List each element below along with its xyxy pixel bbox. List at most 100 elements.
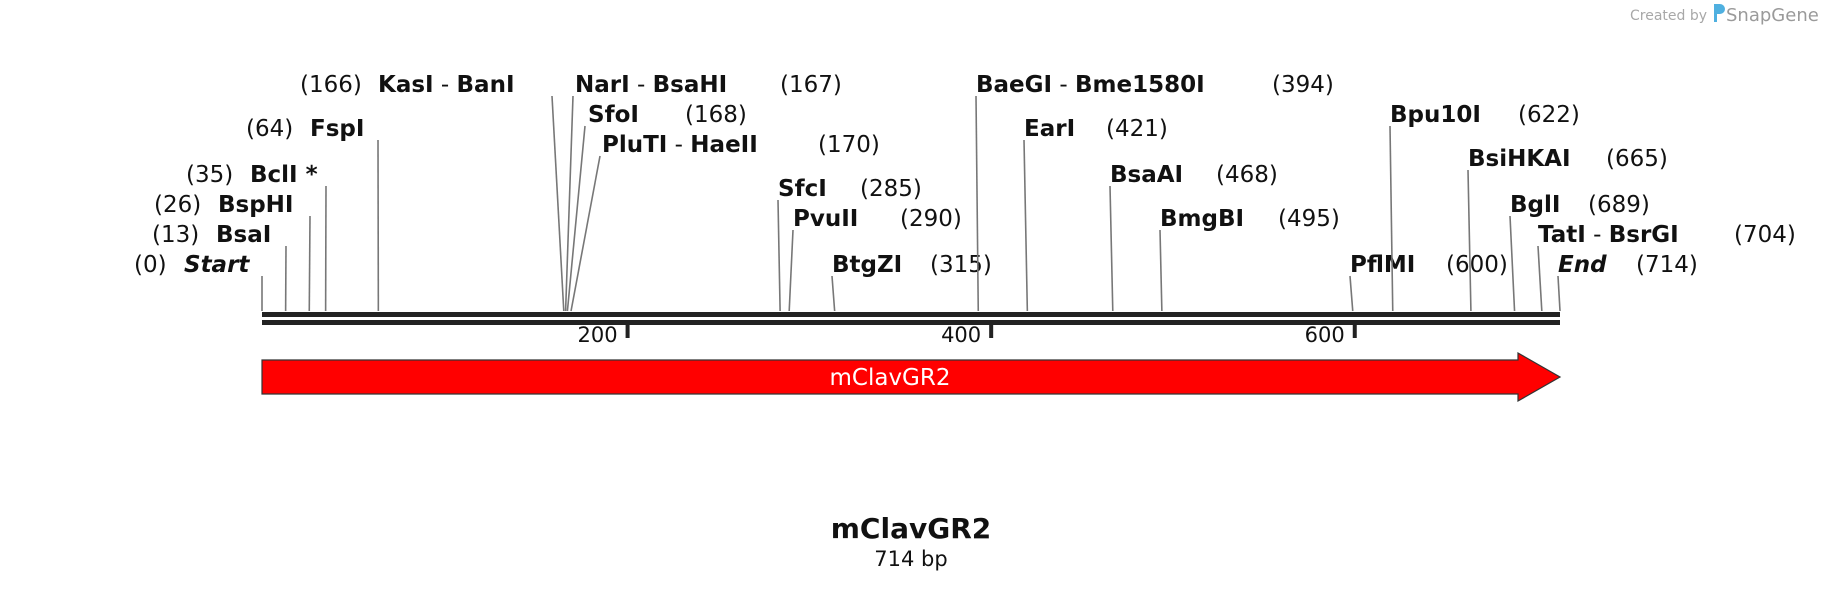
- site-bsihkai[interactable]: (665)BsiHKAI: [1467, 146, 1668, 312]
- site-name: PvuII: [793, 206, 858, 232]
- enzyme-name: TatI: [1538, 222, 1586, 248]
- site-kasi-bani[interactable]: (166) KasI - BanI: [300, 72, 565, 312]
- site-name: End: [1558, 252, 1607, 278]
- ruler-label: 600: [1305, 323, 1345, 347]
- site-coord: (166): [300, 72, 362, 98]
- site-name: SfcI: [778, 176, 827, 202]
- site-pvuii[interactable]: (290) PvuII: [788, 206, 962, 312]
- enzyme-name: End: [1558, 252, 1607, 278]
- site-coord: (468): [1216, 162, 1278, 188]
- enzyme-name: Bme1580I: [1075, 72, 1205, 98]
- site-coord: (26): [154, 192, 201, 218]
- credit-brand: SnapGene: [1726, 5, 1819, 26]
- site-coord: (35): [186, 162, 233, 188]
- enzyme-name: HaeII: [690, 132, 757, 158]
- feature-label: mClavGR2: [830, 365, 951, 391]
- site-name: BclI *: [250, 162, 318, 188]
- site-coord: (64): [246, 116, 293, 142]
- site-sfoi[interactable]: (168) SfoI: [566, 102, 747, 312]
- ruler-tick-600: [1352, 325, 1357, 338]
- enzyme-name: KasI: [378, 72, 434, 98]
- site-nari-bsahi[interactable]: (167) NarI - BsaHI: [564, 72, 842, 312]
- ruler-tick-200: [625, 325, 630, 338]
- site-name: BsiHKAI: [1468, 146, 1571, 172]
- site-coord: (168): [685, 102, 747, 128]
- site-name: PflMI: [1350, 252, 1415, 278]
- site-bsai[interactable]: (13) BsaI: [152, 222, 287, 312]
- site-pflmi[interactable]: (600) PflMI: [1349, 252, 1508, 312]
- credit-prefix: Created by: [1630, 8, 1707, 24]
- sequence-backbone: [262, 312, 1560, 325]
- site-name: BspHI: [218, 192, 294, 218]
- enzyme-name: BmgBI: [1160, 206, 1244, 232]
- site-coord: (167): [780, 72, 842, 98]
- site-coord: (0): [134, 252, 167, 278]
- feature-arrow[interactable]: mClavGR2: [261, 351, 1562, 403]
- site-name: BaeGI - Bme1580I: [976, 72, 1205, 98]
- site-bsphi[interactable]: (26) BspHI: [154, 192, 311, 312]
- site-bsaai[interactable]: (468) BsaAI: [1109, 162, 1278, 312]
- site-eari[interactable]: (421)EarI: [1023, 116, 1168, 312]
- site-start[interactable]: (0) Start: [134, 252, 263, 311]
- site-line-pvuii: [788, 229, 794, 312]
- site-coord: (394): [1272, 72, 1334, 98]
- site-bpu10i[interactable]: (622)Bpu10I: [1389, 102, 1580, 312]
- site-coord: (290): [900, 206, 962, 232]
- name-separator: -: [667, 132, 690, 158]
- enzyme-name: BaeGI: [976, 72, 1052, 98]
- site-line-sfoi: [566, 125, 586, 312]
- enzyme-name: Bpu10I: [1390, 102, 1481, 128]
- feature-arrow-shape[interactable]: [261, 351, 1562, 403]
- site-coord: (600): [1446, 252, 1508, 278]
- site-bcli[interactable]: (35) BclI *: [186, 162, 327, 312]
- enzyme-name: BsiHKAI: [1468, 146, 1571, 172]
- site-line-btgzi: [831, 275, 836, 312]
- site-name: BsaI: [216, 222, 271, 248]
- enzyme-name: Start: [184, 252, 250, 278]
- site-end[interactable]: (714)End: [1557, 252, 1698, 312]
- enzyme-name: PflMI: [1350, 252, 1415, 278]
- site-line-bmgbi: [1159, 229, 1163, 312]
- enzyme-name: BsaAI: [1110, 162, 1183, 188]
- site-line-baegi-bme1580i: [975, 95, 980, 312]
- site-coord: (315): [930, 252, 992, 278]
- site-name: Start: [184, 252, 250, 278]
- site-coord: (13): [152, 222, 199, 248]
- site-name: BtgZI: [832, 252, 902, 278]
- site-tati-bsrgi[interactable]: (704)TatI - BsrGI: [1537, 222, 1796, 312]
- site-line-tati-bsrgi: [1537, 245, 1543, 312]
- site-baegi-bme1580i[interactable]: (394) BaeGI - Bme1580I: [975, 72, 1334, 312]
- site-bmgbi[interactable]: (495) BmgBI: [1159, 206, 1340, 312]
- site-bgli[interactable]: (689)BglI: [1509, 192, 1650, 312]
- snapgene-logo-icon: [1714, 4, 1725, 22]
- site-line-sfci: [777, 199, 781, 312]
- enzyme-name: SfcI: [778, 176, 827, 202]
- site-name: KasI - BanI: [378, 72, 515, 98]
- sequence-title: mClavGR2: [831, 512, 992, 545]
- site-name: NarI - BsaHI: [575, 72, 727, 98]
- name-separator: -: [1586, 222, 1609, 248]
- site-coord: (689): [1588, 192, 1650, 218]
- sequence-length: 714 bp: [874, 547, 947, 571]
- site-pluti-haeii[interactable]: (170)PluTI - HaeII: [570, 132, 880, 312]
- site-name: SfoI: [588, 102, 639, 128]
- enzyme-name: BsrGI: [1609, 222, 1679, 248]
- enzyme-name: BclI *: [250, 162, 318, 188]
- site-sfci[interactable]: (285) SfcI: [777, 176, 922, 312]
- site-line-bsaai: [1109, 185, 1114, 312]
- site-name: TatI - BsrGI: [1538, 222, 1679, 248]
- site-line-nari-bsahi: [564, 95, 574, 312]
- site-coord: (495): [1278, 206, 1340, 232]
- site-line-bsihkai: [1467, 169, 1472, 312]
- site-name: FspI: [310, 116, 364, 142]
- cut-sites: (0) Start (13) BsaI (26) BspHI (35) BclI * (64) F…: [134, 72, 1796, 312]
- site-name: PluTI - HaeII: [602, 132, 758, 158]
- site-line-end: [1557, 275, 1561, 312]
- site-btgzi[interactable]: (315) BtgZI: [831, 252, 992, 312]
- name-separator: -: [434, 72, 457, 98]
- site-coord: (285): [860, 176, 922, 202]
- name-separator: -: [630, 72, 653, 98]
- site-line-bgli: [1509, 215, 1516, 312]
- site-fspi[interactable]: (64) FspI: [246, 116, 380, 312]
- name-separator: -: [1052, 72, 1075, 98]
